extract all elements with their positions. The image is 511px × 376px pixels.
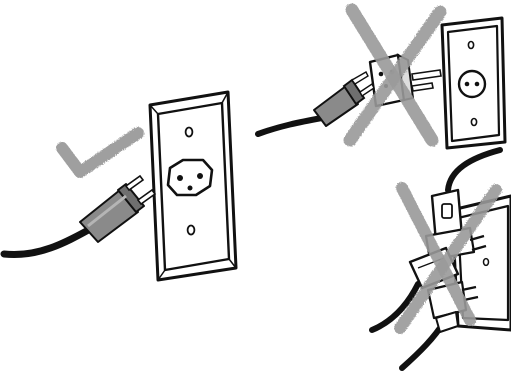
plug-icon xyxy=(0,174,157,259)
cross-icon xyxy=(394,182,502,334)
plug-icon xyxy=(255,71,375,137)
scene-adapter xyxy=(255,3,507,150)
wall-outlet-icon xyxy=(440,16,507,150)
scene-multi-plug xyxy=(369,147,511,371)
checkmark-icon xyxy=(56,127,144,178)
wall-outlet-icon xyxy=(148,90,238,282)
scene-correct xyxy=(0,90,238,282)
cross-icon xyxy=(343,3,447,147)
